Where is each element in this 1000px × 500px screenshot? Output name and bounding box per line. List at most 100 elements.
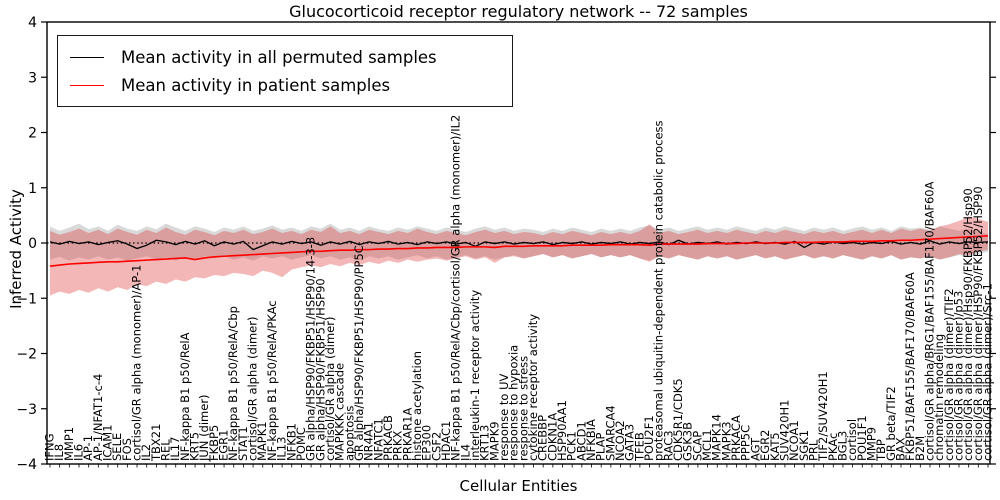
x-tick-label: POU1F1 (855, 415, 869, 461)
x-tick-label: NF-kappa B1 p50/RelA (178, 332, 192, 461)
x-tick-label: MCL1 (700, 429, 714, 461)
x-tick-label: MAPK3 (719, 421, 733, 461)
x-tick-label: PRKACB (381, 415, 395, 461)
axes-frame (46, 21, 991, 465)
x-tick-label: histone acetylation (410, 351, 424, 461)
legend-box: Mean activity in all permuted samples Me… (57, 35, 513, 107)
x-tick-label: PPP5C (739, 425, 753, 461)
x-tick-label: PKAc (826, 433, 840, 461)
x-tick-label: NF-kappa B1 p50/RelA/Cbp/cortisol/GR alp… (449, 115, 463, 461)
x-tick-label: MAPKKK cascade (333, 363, 347, 461)
chart-title: Glucocorticoid receptor regulatory netwo… (289, 2, 748, 21)
x-tick-label: KAT5 (768, 432, 782, 461)
x-tick-label: PCK1 (565, 431, 579, 461)
x-tick-label: cortisol/GR alpha (dimer)/TIF2 (942, 288, 956, 461)
legend-item-permuted: Mean activity in all permuted samples (70, 43, 500, 71)
x-tick-label: interleukin-1 receptor activity (468, 290, 482, 461)
x-tick-label: cortisol/GR alpha (dimer) (246, 317, 260, 461)
x-tick-label: RAC3 (661, 430, 675, 461)
y-tick-label: 4 (28, 15, 37, 31)
x-tick-label: GR alpha/HSP90/FKBP51/HSP90 (313, 278, 327, 461)
x-tick-label: SCAP (690, 431, 704, 461)
line-patient-mean (49, 235, 989, 267)
x-tick-label: response to stress (516, 356, 530, 461)
x-tick-label: SGK1 (797, 430, 811, 461)
x-tick-label: IL8 (52, 444, 66, 461)
x-tick-label: IL6 (72, 444, 86, 461)
x-tick-label: response to UV (497, 373, 511, 461)
x-tick-label: TFEB (632, 432, 646, 462)
x-tick-label: AP-1 (81, 435, 95, 461)
x-tick-label: chromatin remodeling (932, 334, 946, 461)
y-tick-label: 3 (28, 70, 37, 86)
legend-label: Mean activity in all permuted samples (121, 47, 437, 67)
x-tick-label: CSF2 (429, 432, 443, 461)
x-tick-label: IFNG (43, 433, 57, 461)
x-tick-label: NR4A1 (362, 422, 376, 461)
x-tick-label: SUV420H1 (777, 400, 791, 462)
y-tick-label: −3 (16, 402, 37, 418)
x-tick-label: NF-kappa B1 p50/RelA/PKAc (265, 300, 279, 461)
x-tick-label: NFKBIA (584, 419, 598, 461)
x-tick-label: TBX21 (149, 424, 163, 462)
x-tick-label: IL17 (168, 437, 182, 461)
x-tick-label: CREBBP (536, 415, 550, 461)
x-tick-label: cytokine receptor activity (526, 314, 540, 461)
x-tick-label: PRKX (391, 431, 405, 461)
x-tick-label: BAX (893, 437, 907, 461)
x-tick-label: PRL (806, 439, 820, 461)
x-tick-label: GSK3B (681, 422, 695, 461)
x-tick-label: IL2 (139, 444, 153, 461)
x-tick-label: EP300 (420, 425, 434, 461)
x-tick-label: NCOA2 (613, 420, 627, 461)
x-tick-label: PRKACA (729, 415, 743, 461)
x-tick-label: CDKN1A (545, 413, 559, 461)
x-tick-label: GR alpha/HSP90/FKBP51/HSP90/14-3-3 (304, 237, 318, 461)
x-tick-label: ICAM1 (101, 424, 115, 461)
y-tick-label: −1 (16, 291, 37, 307)
x-tick-label: FKBP51/BAF155/BAF170/BAF60A (903, 272, 917, 461)
x-tick-label: POMC (294, 427, 308, 461)
legend-item-patient: Mean activity in patient samples (70, 71, 500, 99)
red-line-swatch-icon (70, 84, 104, 86)
x-tick-label: AGT (748, 437, 762, 461)
x-tick-label: CDK5R1/CDK5 (671, 378, 685, 461)
x-tick-label: HSP90AA1 (555, 400, 569, 461)
x-tick-label: TIF2/SUV420H1 (816, 371, 830, 462)
x-axis-label: Cellular Entities (459, 477, 578, 495)
x-tick-label: MMP1 (62, 427, 76, 461)
x-tick-label: FOS (120, 438, 134, 461)
x-tick-label: response to hypoxia (507, 345, 521, 461)
x-tick-label: cortisol/GR alpha (dimer)/Src-1 (981, 283, 995, 461)
x-tick-label: EGR2 (758, 430, 772, 462)
x-tick-label: MMP9 (864, 427, 878, 461)
x-tick-label: cortisol (845, 419, 859, 461)
x-tick-label: BGL3 (835, 431, 849, 461)
x-tick-label: PLAP (594, 433, 608, 461)
x-tick-label: HDAC1 (439, 421, 453, 461)
legend-label: Mean activity in patient samples (121, 75, 391, 95)
x-tick-label: KRT5 (188, 432, 202, 461)
x-tick-label: GATA3 (623, 424, 637, 461)
x-tick-label: POU2F1 (642, 415, 656, 461)
x-tick-label: GR beta/TIF2 (884, 386, 898, 461)
y-tick-label: −2 (16, 347, 37, 363)
x-tick-label: NF-kappa B1 p50/RelA/Cbp (226, 306, 240, 461)
y-tick-label: 1 (28, 181, 37, 197)
x-tick-label: GR alpha/HSP90/FKBP51/HSP90/PP5C (352, 245, 366, 461)
x-tick-label: SMARCA4 (603, 405, 617, 461)
black-line-swatch-icon (70, 56, 104, 58)
y-tick-label: −4 (16, 457, 37, 473)
x-tick-label: AP-1/NFAT1-c-4 (91, 374, 105, 461)
x-tick-label: apoptosis (342, 406, 356, 461)
x-tick-label: TBP (874, 439, 888, 462)
y-tick-label: 0 (28, 236, 37, 252)
x-tick-label: cortisol/GR alpha/BRG1/BAF155/BAF170/BAF… (922, 181, 936, 461)
x-tick-label: MAPK9 (487, 421, 501, 461)
x-tick-label: REL (159, 439, 173, 461)
x-tick-label: NFATC1 (371, 418, 385, 461)
y-tick-label: 2 (28, 126, 37, 142)
x-tick-label: proteasomal ubiquitin-dependent protein … (652, 120, 666, 461)
x-tick-label: B2M (913, 436, 927, 461)
